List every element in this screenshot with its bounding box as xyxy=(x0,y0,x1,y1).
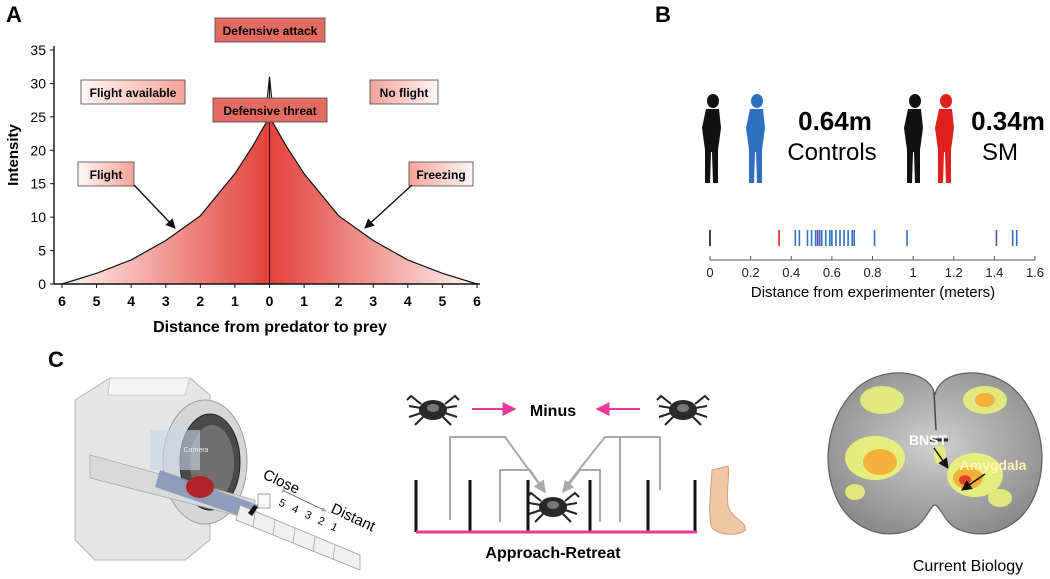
flight-available-label: Flight available xyxy=(90,86,177,100)
tarantula-icon-center xyxy=(526,491,580,523)
approach-retreat-label: Approach-Retreat xyxy=(485,545,621,562)
stimulus-tarantula-small xyxy=(248,505,258,516)
b-x-tick-label: 1.2 xyxy=(945,265,963,280)
slot-number: 5 xyxy=(277,497,288,510)
close-label: Close xyxy=(260,466,302,498)
tarantula-icon-right xyxy=(656,394,710,426)
defensive-threat-box: Defensive threat xyxy=(212,97,328,123)
b-x-tick-label: 1.6 xyxy=(1026,265,1044,280)
x-tick-label: 3 xyxy=(162,293,170,309)
freezing-arrow xyxy=(364,184,413,229)
bnst-label: BNST xyxy=(909,432,948,448)
y-tick-label: 0 xyxy=(38,276,46,292)
x-tick-label: 1 xyxy=(231,293,239,309)
amygdala-arrow xyxy=(961,473,986,491)
sm-label: SM xyxy=(982,139,1018,166)
freezing-box: Freezing xyxy=(408,161,474,187)
approach-retreat-diagram: Minus Approach-Retreat xyxy=(406,394,746,562)
x-tick-label: 0 xyxy=(266,293,274,309)
defensive-attack-label: Defensive attack xyxy=(223,24,318,38)
b-x-tick-label: 0.6 xyxy=(823,265,841,280)
distance-double-arrow xyxy=(281,487,327,512)
b-x-tick-label: 0.4 xyxy=(782,265,800,280)
no-flight-label: No flight xyxy=(380,86,429,100)
panel-a-xlabel: Distance from predator to prey xyxy=(153,319,387,336)
x-tick-label: 2 xyxy=(335,293,343,309)
x-tick-label: 4 xyxy=(127,293,135,309)
slot-number: 3 xyxy=(303,509,314,522)
mri-scanner-illustration: Camera xyxy=(74,377,361,571)
no-flight-box: No flight xyxy=(369,79,439,105)
controls-distance-value: 0.64m xyxy=(798,106,872,136)
flight-arrow xyxy=(133,184,176,229)
slot-number: 1 xyxy=(329,521,340,534)
b-x-tick-label: 1.4 xyxy=(985,265,1003,280)
sm-distance-value: 0.34m xyxy=(971,106,1045,136)
distance-strip-chart: 0 0.2 0.4 0.6 0.8 1 1.2 1.4 1.6 xyxy=(706,230,1044,280)
brain-coronal-slice xyxy=(827,372,1043,535)
experimenter-silhouette-right xyxy=(904,94,923,183)
slot-number: 4 xyxy=(290,503,301,516)
panel-a-letter: A xyxy=(6,2,22,27)
amygdala-label: Amygdala xyxy=(960,457,1027,473)
panel-b-xlabel: Distance from experimenter (meters) xyxy=(751,284,995,301)
x-tick-label: 1 xyxy=(300,293,308,309)
y-tick-label: 20 xyxy=(30,142,46,158)
distance-markers xyxy=(414,480,697,532)
x-tick-label: 6 xyxy=(58,293,66,309)
experimenter-silhouette-left xyxy=(702,94,721,183)
b-x-tick-label: 1 xyxy=(910,265,917,280)
journal-credit: Current Biology xyxy=(913,558,1023,575)
threat-area-left xyxy=(62,116,270,284)
subject-head-coil xyxy=(186,476,214,498)
panel-b-letter: B xyxy=(655,2,671,27)
panel-b: B 0.64m Controls 0.34m SM 0 0.2 0.4 0.6 0.8 1… xyxy=(655,2,1045,301)
flight-available-box: Flight available xyxy=(80,79,186,105)
y-tick-label: 25 xyxy=(30,109,46,125)
y-tick-label: 10 xyxy=(30,209,46,225)
y-tick-label: 15 xyxy=(30,176,46,192)
x-tick-label: 3 xyxy=(369,293,377,309)
panel-c-letter: C xyxy=(48,347,64,372)
flight-box: Flight xyxy=(77,161,135,187)
minus-label: Minus xyxy=(530,403,576,420)
panel-a-ylabel: Intensity xyxy=(5,124,22,186)
stimulus-box xyxy=(257,493,271,509)
panel-c: C Camera Close Distant xyxy=(48,347,1043,575)
x-tick-label: 2 xyxy=(196,293,204,309)
x-tick-label: 4 xyxy=(404,293,412,309)
y-tick-label: 30 xyxy=(30,75,46,91)
x-tick-label: 6 xyxy=(473,293,481,309)
sm-subject-silhouette xyxy=(935,94,954,183)
b-x-tick-label: 0.8 xyxy=(863,265,881,280)
control-subject-silhouette xyxy=(746,94,765,183)
defensive-attack-box: Defensive attack xyxy=(214,17,326,43)
bnst-arrow xyxy=(933,447,949,469)
flight-label: Flight xyxy=(90,168,123,182)
x-tick-label: 5 xyxy=(93,293,101,309)
threat-area-right xyxy=(269,116,477,284)
slot-number: 2 xyxy=(316,515,327,528)
controls-label: Controls xyxy=(787,139,876,166)
conveyor-track xyxy=(235,504,361,571)
b-x-tick-label: 0.2 xyxy=(742,265,760,280)
y-tick-label: 5 xyxy=(38,243,46,259)
freezing-label: Freezing xyxy=(416,168,465,182)
b-x-tick-label: 0 xyxy=(706,265,713,280)
defensive-threat-label: Defensive threat xyxy=(223,104,316,118)
slot-numbers: 5 4 3 2 1 xyxy=(277,497,340,534)
foot-illustration xyxy=(709,465,746,535)
camera-label: Camera xyxy=(184,447,209,454)
y-tick-label: 35 xyxy=(30,42,46,58)
tarantula-icon-left xyxy=(406,394,460,426)
x-tick-label: 5 xyxy=(439,293,447,309)
